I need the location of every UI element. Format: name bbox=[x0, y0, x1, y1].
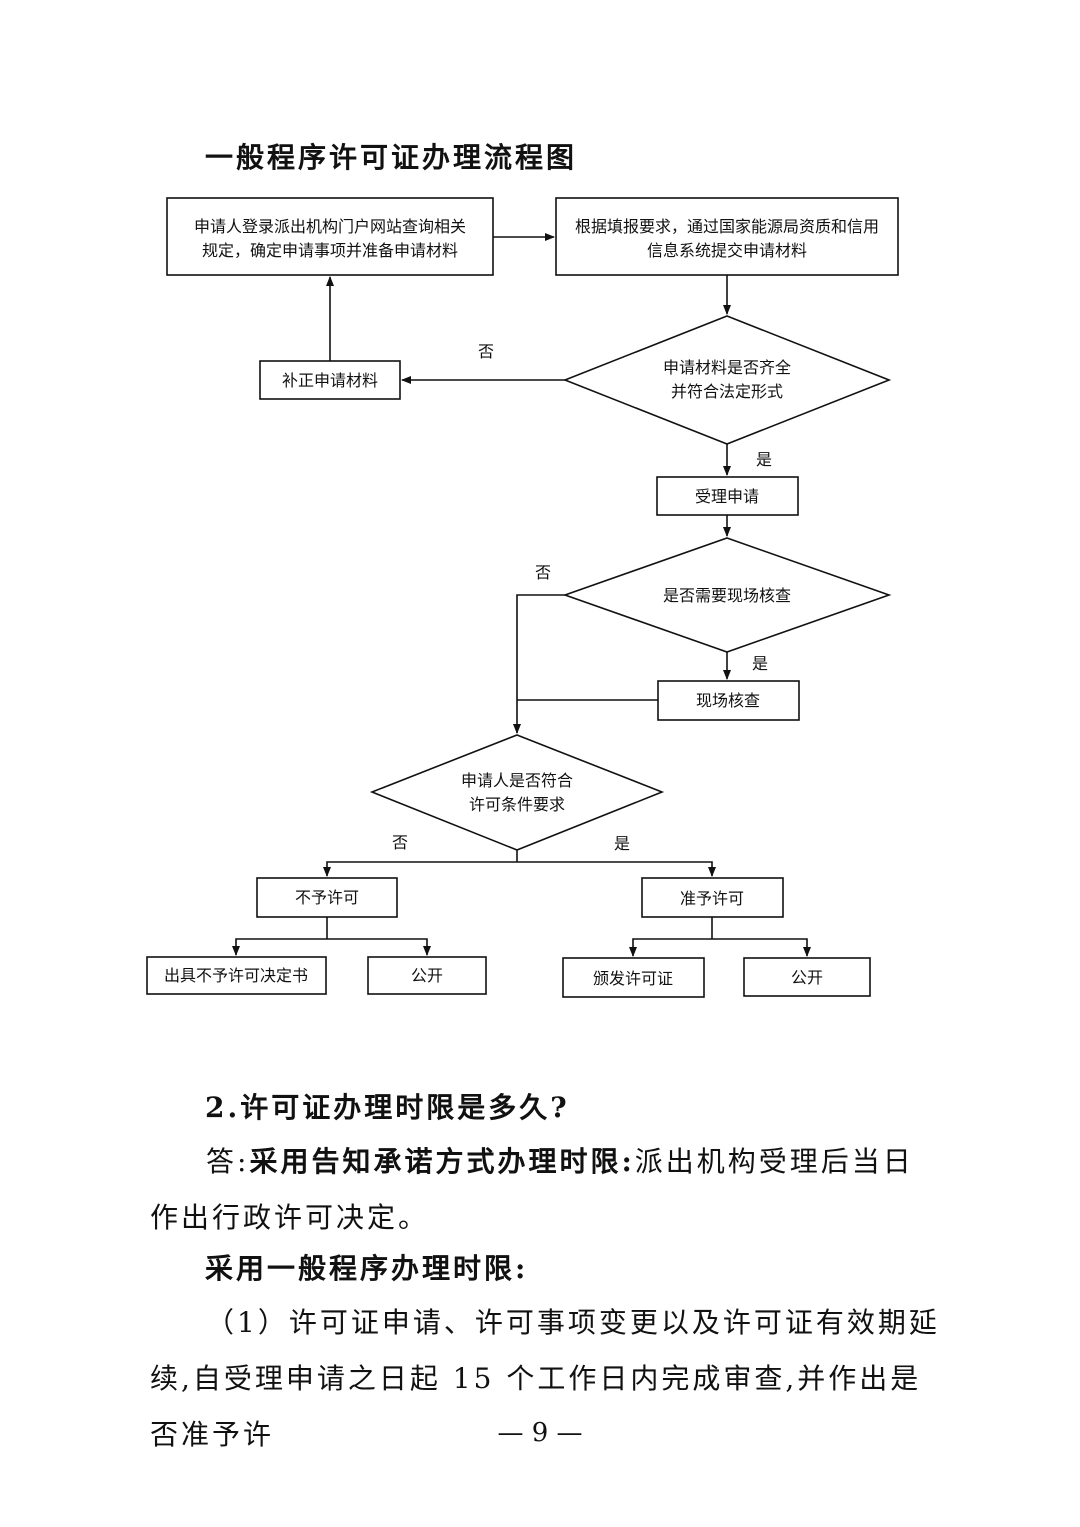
answer-paragraph: 答:采用告知承诺方式办理时限:派出机构受理后当日作出行政许可决定。 bbox=[150, 1134, 940, 1246]
general-heading: 采用一般程序办理时限: bbox=[205, 1252, 529, 1285]
arrow-grant-public bbox=[712, 938, 811, 957]
check-complete-diamond bbox=[562, 315, 892, 445]
qualify-diamond bbox=[369, 734, 665, 851]
qualify-text-2: 许可条件要求 bbox=[469, 795, 565, 814]
answer-prefix: 答: bbox=[206, 1145, 250, 1178]
label-no-inspect: 否 bbox=[535, 563, 551, 582]
page-title: 一般程序许可证办理流程图 bbox=[205, 141, 578, 174]
grant-text: 准予许可 bbox=[680, 889, 744, 908]
arrow-deny-doc bbox=[232, 938, 327, 956]
answer-bold: 采用告知承诺方式办理时限: bbox=[249, 1145, 635, 1178]
grant-cert-text: 颁发许可证 bbox=[593, 969, 673, 988]
login-box bbox=[166, 197, 494, 276]
flowchart: 申请人登录派出机构门户网站查询相关 规定，确定申请事项并准备申请材料 根据填报要… bbox=[146, 197, 899, 998]
inspect-text: 现场核查 bbox=[696, 691, 760, 710]
submit-text-1: 根据填报要求，通过国家能源局资质和信用 bbox=[575, 217, 879, 236]
deny-public-box bbox=[367, 956, 487, 995]
check-complete-text-2: 并符合法定形式 bbox=[671, 382, 783, 401]
supplement-text: 补正申请材料 bbox=[282, 371, 378, 390]
login-text-1: 申请人登录派出机构门户网站查询相关 bbox=[194, 217, 466, 236]
q2-heading: 2.许可证办理时限是多久? bbox=[205, 1091, 570, 1124]
label-yes-accept: 是 bbox=[756, 450, 772, 469]
deny-public-text: 公开 bbox=[411, 966, 443, 985]
deny-doc-text: 出具不予许可决定书 bbox=[164, 966, 308, 985]
label-yes-inspect: 是 bbox=[752, 654, 768, 673]
label-yes-qualify: 是 bbox=[614, 834, 630, 853]
arrow-qualify-grant bbox=[517, 861, 716, 877]
need-inspect-text: 是否需要现场核查 bbox=[663, 586, 791, 605]
grant-cert-box bbox=[562, 957, 705, 998]
answer-rest: 派出机构受理后当日作出行政许可决定。 bbox=[150, 1145, 914, 1234]
accept-text: 受理申请 bbox=[695, 487, 759, 506]
arrow-deny-public bbox=[327, 938, 431, 956]
arrow-qualify-deny bbox=[323, 861, 517, 877]
label-no-qualify: 否 bbox=[392, 833, 408, 852]
deny-doc-box bbox=[146, 956, 327, 995]
page-number: — 9 — bbox=[497, 1418, 583, 1448]
label-no-supplement: 否 bbox=[478, 342, 494, 361]
submit-box bbox=[555, 197, 899, 276]
deny-text: 不予许可 bbox=[295, 888, 359, 907]
item-1-paragraph: （1）许可证申请、许可事项变更以及许可证有效期延续,自受理申请之日起 15 个工… bbox=[150, 1306, 940, 1451]
qualify-text-1: 申请人是否符合 bbox=[461, 771, 573, 790]
line-inspectq-no bbox=[513, 594, 565, 734]
arrow-grant-cert bbox=[629, 938, 712, 957]
grant-public-box bbox=[743, 957, 871, 997]
check-complete-text-1: 申请材料是否齐全 bbox=[663, 358, 791, 377]
login-text-2: 规定，确定申请事项并准备申请材料 bbox=[202, 241, 458, 260]
submit-text-2: 信息系统提交申请材料 bbox=[647, 241, 807, 260]
grant-public-text: 公开 bbox=[791, 968, 823, 987]
